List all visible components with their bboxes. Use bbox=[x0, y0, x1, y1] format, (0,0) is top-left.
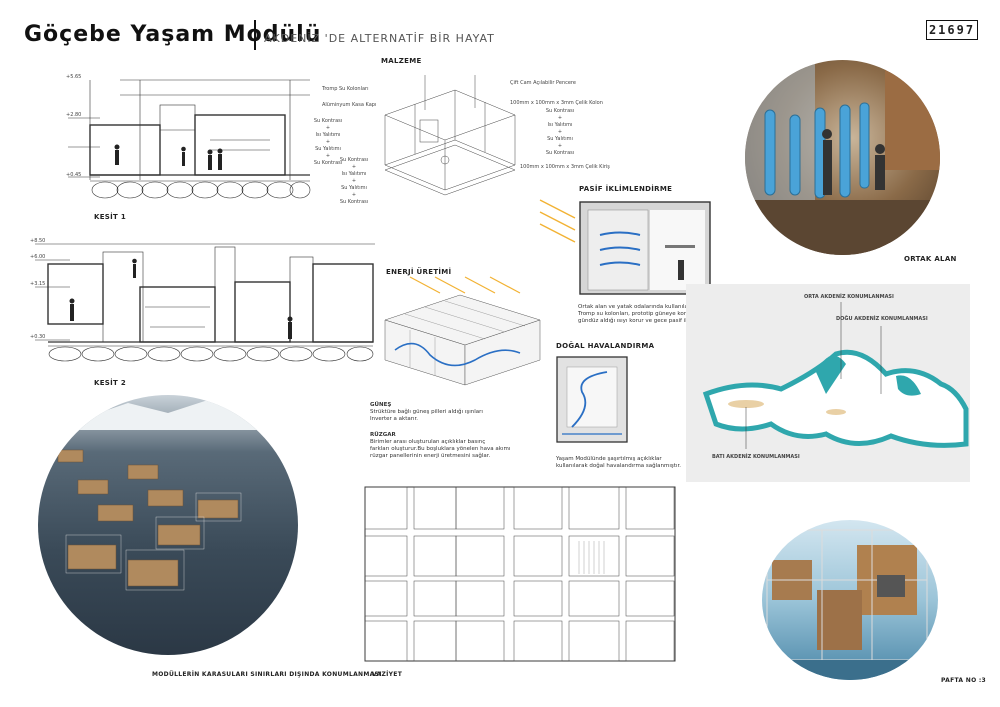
natural-ventilation-drawing bbox=[556, 356, 628, 443]
section-1-label: KESİT 1 bbox=[94, 213, 127, 221]
material-label: 100mm x 100mm x 3mm Çelik Kiriş bbox=[520, 164, 610, 170]
site-plan bbox=[364, 486, 676, 662]
material-label: Çift Cam Açılabilir Pencere bbox=[510, 80, 576, 86]
level-label: +0.45 bbox=[66, 172, 82, 178]
passive-climate-text: Ortak alan ve yatak odalarında kullanıla… bbox=[578, 304, 740, 324]
material-label: Tromp Su Kolonları bbox=[322, 86, 369, 92]
section-2-drawing bbox=[35, 243, 375, 362]
energy-sun-text: GÜNEŞ Strüktüre bağlı güneş pilleri aldı… bbox=[370, 402, 483, 422]
page-title: Göçebe Yaşam Modülü bbox=[24, 22, 322, 47]
sheet-number: PAFTA NO :3 bbox=[941, 677, 987, 684]
level-label: +2.80 bbox=[66, 112, 82, 118]
section-2-label: KESİT 2 bbox=[94, 379, 127, 387]
common-area-render bbox=[745, 60, 940, 255]
material-stack-mid: Su Kontrası+Isı Yalıtımı+Su Yalıtımı+Su … bbox=[339, 157, 369, 205]
material-stack-left: Su Kontrası+Isı Yalıtımı+Su Yalıtımı+Su … bbox=[313, 118, 343, 166]
level-label: +0.30 bbox=[30, 334, 46, 340]
passive-climate-label: PASİF İKLİMLENDİRME bbox=[579, 185, 673, 193]
mediterranean-map bbox=[686, 284, 970, 482]
material-stack-right: Su Kontrası+Isı Yalıtımı+Su Yalıtımı+Su … bbox=[545, 108, 575, 156]
common-area-label: ORTAK ALAN bbox=[904, 255, 957, 263]
module-closeup-render bbox=[762, 520, 938, 680]
energy-label: ENERJİ ÜRETİMİ bbox=[386, 268, 452, 276]
material-label: Alüminyum Kasa Kapı bbox=[322, 102, 377, 108]
materials-axonometric bbox=[384, 75, 516, 196]
level-label: +8.50 bbox=[30, 238, 46, 244]
level-label: +5.65 bbox=[66, 74, 82, 80]
energy-axonometric bbox=[384, 276, 541, 386]
modules-caption: MODÜLLERİN KARASULARI SINIRLARI DIŞINDA … bbox=[152, 671, 382, 678]
floating-modules-render bbox=[38, 395, 298, 655]
section-1-drawing bbox=[68, 79, 311, 199]
level-label: +6.00 bbox=[30, 254, 46, 260]
natural-ventilation-label: DOĞAL HAVALANDIRMA bbox=[556, 342, 655, 350]
passive-climate-drawing bbox=[539, 199, 711, 295]
western-med-label: BATI AKDENİZ KONUMLANMASI bbox=[712, 454, 800, 460]
level-label: +3.15 bbox=[30, 281, 46, 287]
central-med-label: ORTA AKDENİZ KONUMLANMASI bbox=[804, 294, 894, 300]
materials-label: MALZEME bbox=[381, 57, 422, 65]
energy-wind-text: RÜZGAR Birimler arası oluşturulan açıklı… bbox=[370, 432, 511, 459]
eastern-med-label: DOĞU AKDENİZ KONUMLANMASI bbox=[836, 316, 928, 322]
title-divider bbox=[254, 20, 256, 50]
page-subtitle: AKDENİZ 'DE ALTERNATİF BİR HAYAT bbox=[264, 32, 495, 45]
material-label: 100mm x 100mm x 3mm Çelik Kolon bbox=[510, 100, 603, 106]
sheet-code: 21697 bbox=[926, 20, 978, 40]
site-plan-label: VAZİYET bbox=[372, 671, 403, 678]
